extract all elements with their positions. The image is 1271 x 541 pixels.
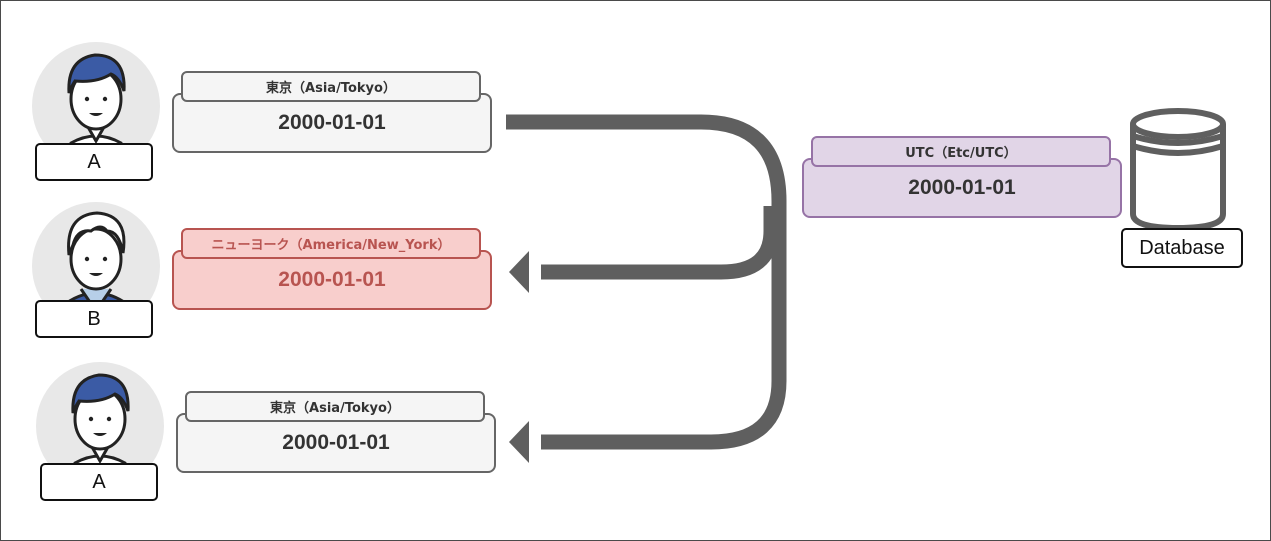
person-icon [36, 362, 164, 471]
person-icon [32, 42, 160, 151]
arrowhead-newyork [509, 251, 529, 293]
avatar-user-b [31, 201, 161, 311]
arrow-utc-to-newyork [541, 206, 779, 280]
timezone-label: 東京（Asia/Tokyo） [185, 391, 485, 422]
user-label-b: B [35, 300, 153, 338]
timezone-label: ニューヨーク（America/New_York） [181, 228, 481, 259]
date-value: 2000-01-01 [172, 93, 492, 153]
database-label: Database [1121, 228, 1243, 268]
arrow-utc-to-tokyo [541, 226, 787, 450]
person-icon [32, 202, 160, 311]
date-value: 2000-01-01 [802, 158, 1122, 218]
arrow-tokyo-to-utc [506, 114, 787, 231]
user-label-a: A [35, 143, 153, 181]
arrowhead-tokyo [509, 421, 529, 463]
timezone-label: UTC（Etc/UTC） [811, 136, 1111, 167]
avatar-user-a [31, 41, 161, 151]
timezone-label: 東京（Asia/Tokyo） [181, 71, 481, 102]
avatar-user-a-bottom [35, 361, 165, 471]
date-value: 2000-01-01 [172, 250, 492, 310]
database-icon [1130, 108, 1226, 232]
date-value: 2000-01-01 [176, 413, 496, 473]
user-label-a-bottom: A [40, 463, 158, 501]
